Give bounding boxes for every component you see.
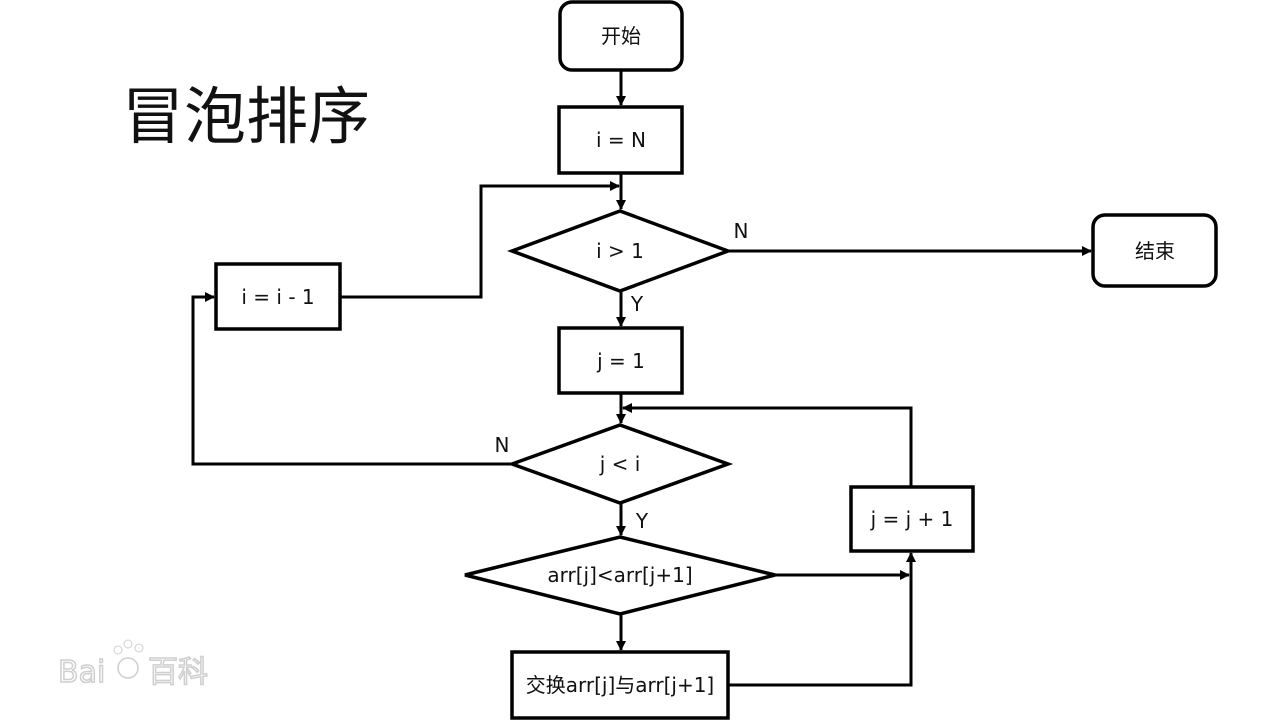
svg-text:j < i: j < i — [599, 452, 641, 476]
svg-text:开始: 开始 — [601, 24, 641, 48]
node-end: 结束 — [1091, 213, 1218, 288]
svg-text:结束: 结束 — [1135, 239, 1175, 263]
svg-text:j = 1: j = 1 — [596, 349, 645, 373]
svg-text:i = N: i = N — [596, 128, 646, 152]
edge-dec-i-loop — [340, 181, 620, 299]
node-init-j: j = 1 — [557, 326, 684, 395]
node-dec-i: i = i - 1 — [214, 262, 342, 331]
svg-text:arr[j]<arr[j+1]: arr[j]<arr[j+1] — [547, 563, 692, 587]
svg-text:Bai: Bai — [58, 655, 105, 690]
edge-cond-j-no-to-dec-i — [191, 292, 512, 466]
node-compare: arr[j]<arr[j+1] — [464, 535, 776, 616]
node-inc-j: j = j + 1 — [849, 485, 975, 553]
node-cond-j: j < i — [506, 423, 734, 505]
watermark-logo: Bai 百科 — [57, 639, 209, 691]
edge-swap-to-inc-j — [728, 552, 916, 687]
node-cond-i: i > 1 — [506, 209, 734, 293]
node-swap: 交换arr[j]与arr[j+1] — [510, 650, 730, 720]
edge-label-cond-i-no: N — [734, 219, 749, 243]
svg-text:交换arr[j]与arr[j+1]: 交换arr[j]与arr[j+1] — [526, 673, 715, 697]
svg-text:i = i - 1: i = i - 1 — [241, 285, 314, 309]
edge-label-cond-j-yes: Y — [635, 509, 649, 533]
node-init-i: i = N — [557, 105, 684, 175]
edge-label-cond-j-no: N — [495, 433, 510, 457]
edge-label-cond-i-yes: Y — [630, 292, 644, 316]
svg-text:i > 1: i > 1 — [596, 239, 644, 263]
svg-text:百科: 百科 — [148, 655, 208, 690]
edge-inc-j-loop — [622, 403, 913, 487]
node-start: 开始 — [558, 0, 684, 72]
page-title: 冒泡排序 — [122, 80, 370, 153]
svg-text:j = j + 1: j = j + 1 — [870, 507, 954, 531]
